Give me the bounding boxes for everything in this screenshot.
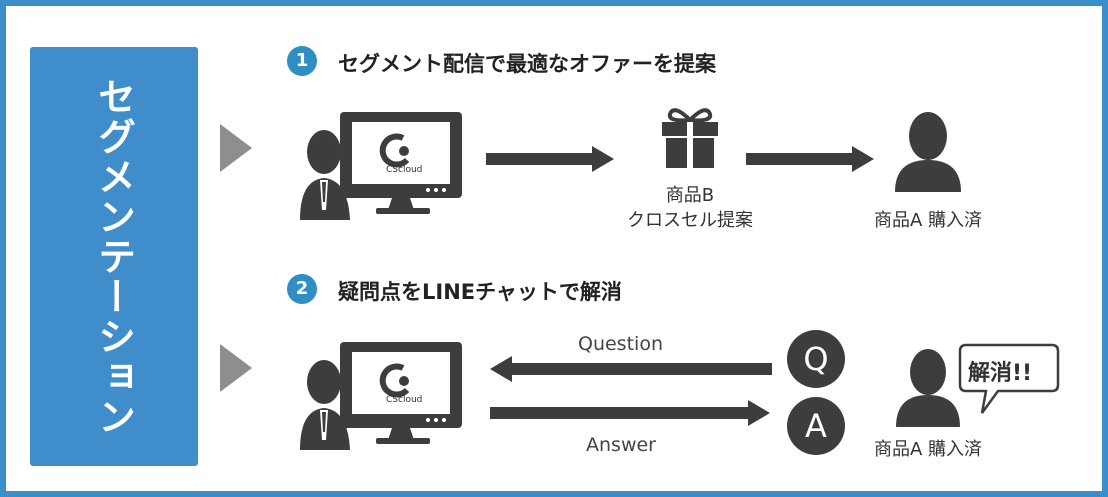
step-2-title: 疑問点をLINEチャットで解消 xyxy=(338,280,622,304)
customer-2-label: 商品A 購入済 xyxy=(873,439,983,460)
question-circle: Q xyxy=(787,330,845,388)
customer-1-label: 商品A 購入済 xyxy=(873,210,983,231)
question-arrow xyxy=(490,356,772,382)
step-2-badge: 2 xyxy=(287,274,317,304)
gift-icon xyxy=(662,108,718,168)
segmentation-panel: セグメンテーション xyxy=(30,47,198,466)
monitor-2-logo-text: CScloud xyxy=(386,395,423,405)
operator-monitor-2 xyxy=(300,342,462,450)
cscloud-logo-icon xyxy=(379,363,410,398)
arrow-to-customer xyxy=(746,146,874,172)
gift-label-line2: クロスセル提案 xyxy=(627,210,753,231)
bubble-text: 解消!! xyxy=(968,361,1033,386)
gift-label-line1: 商品B xyxy=(665,185,715,206)
answer-arrow xyxy=(490,400,770,426)
answer-label: Answer xyxy=(586,434,656,456)
question-label: Question xyxy=(578,333,663,355)
operator-monitor-1 xyxy=(300,112,462,220)
step-1-title: セグメント配信で最適なオファーを提案 xyxy=(338,52,716,76)
cscloud-logo-icon xyxy=(379,133,410,168)
segmentation-title: セグメンテーション xyxy=(91,76,136,437)
answer-circle: A xyxy=(787,397,845,455)
speech-bubble-icon xyxy=(958,343,1060,414)
customer-icon-1 xyxy=(895,112,961,192)
pointer-triangle-1 xyxy=(220,124,252,172)
step-1-badge: 1 xyxy=(287,46,317,76)
arrow-to-gift xyxy=(486,146,614,172)
monitor-1-logo-text: CScloud xyxy=(386,165,423,175)
pointer-triangle-2 xyxy=(220,344,252,392)
customer-icon-2 xyxy=(896,349,960,427)
